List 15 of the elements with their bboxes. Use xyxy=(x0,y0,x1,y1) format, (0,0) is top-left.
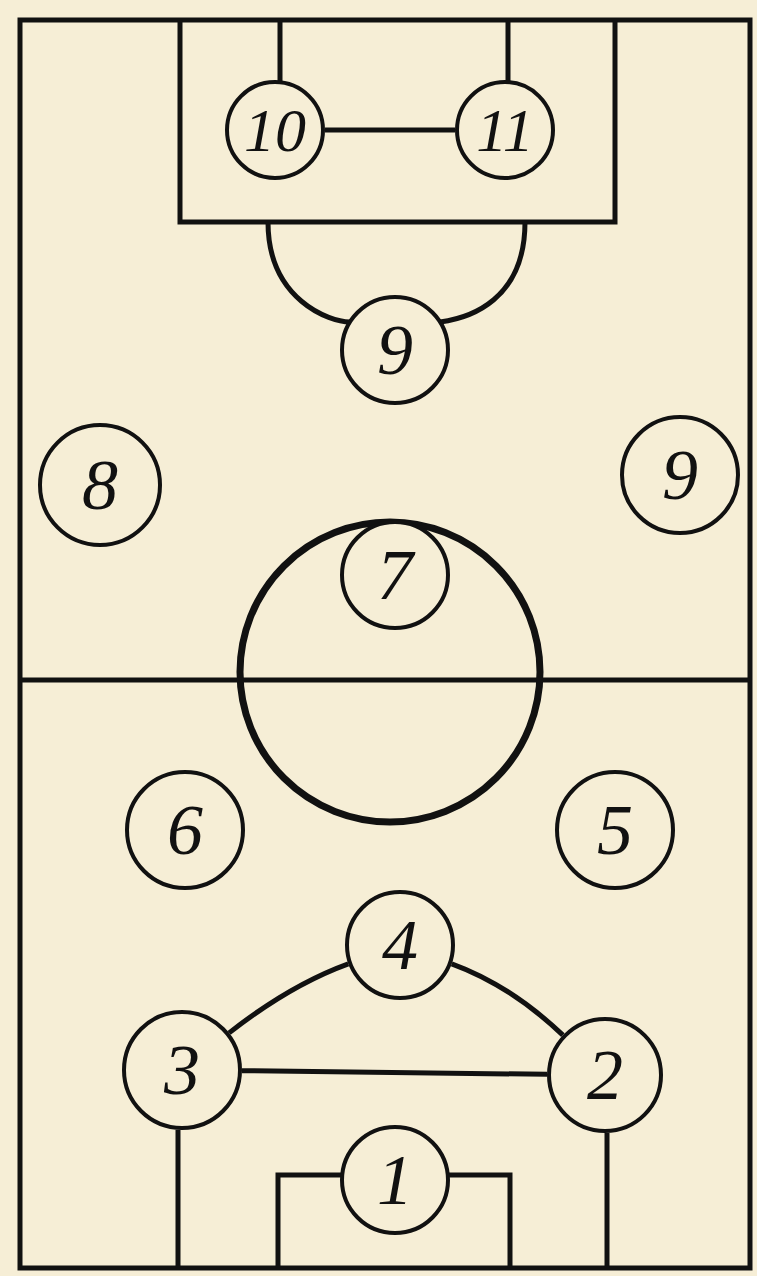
player-number: 11 xyxy=(476,99,534,161)
player-number: 2 xyxy=(587,1039,623,1111)
pitch-line xyxy=(325,127,455,133)
player-number: 1 xyxy=(377,1144,413,1216)
player-number: 4 xyxy=(382,909,418,981)
player-number: 6 xyxy=(167,794,203,866)
player-number: 9 xyxy=(662,439,698,511)
player-number: 3 xyxy=(164,1034,200,1106)
pitch-line xyxy=(241,1068,548,1077)
player-number: 10 xyxy=(244,99,306,161)
pitch-line xyxy=(450,961,565,1037)
pitch-line xyxy=(227,961,350,1035)
player-number: 5 xyxy=(597,794,633,866)
player-number: 9 xyxy=(377,314,413,386)
player-number: 8 xyxy=(82,449,118,521)
